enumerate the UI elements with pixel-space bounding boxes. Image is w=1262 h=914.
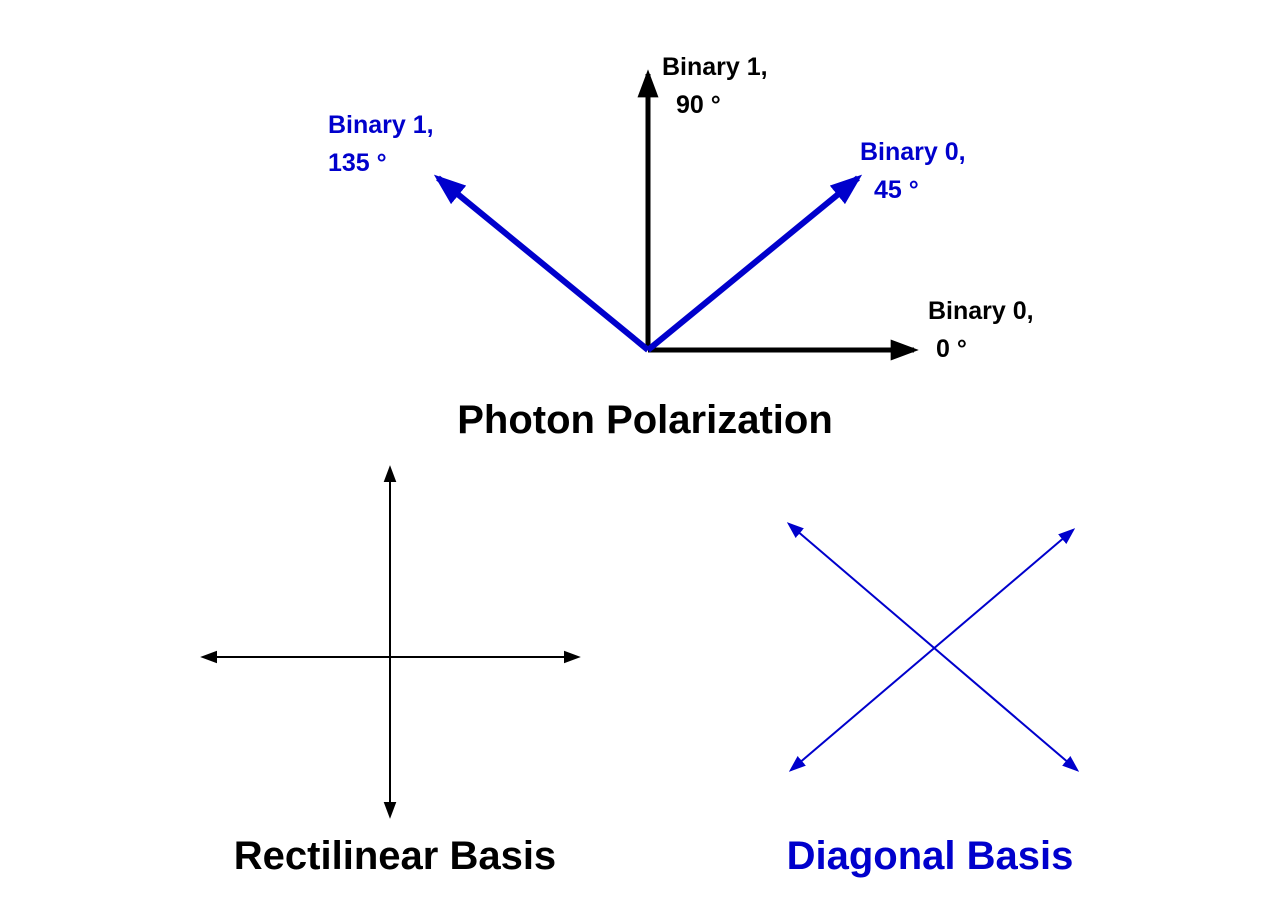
rectilinear-basis-title: Rectilinear Basis	[233, 834, 557, 878]
diagonal-axis-135	[786, 522, 1080, 772]
photon-polarization-title: Photon Polarization	[457, 398, 833, 442]
label-binary1-135-line1: Binary 1,	[328, 111, 434, 139]
diagonal-basis-title: Diagonal Basis	[786, 834, 1074, 878]
polarization-arrow-45	[646, 174, 863, 353]
label-binary0-45-line2: 45 °	[874, 176, 919, 204]
label-binary0-0-line2: 0 °	[936, 335, 967, 363]
label-binary1-90: Binary 1, 90 °	[662, 48, 768, 124]
label-binary1-135-line2: 135 °	[328, 149, 387, 177]
label-binary0-0-line1: Binary 0,	[928, 297, 1034, 325]
polarization-arrow-135	[433, 174, 650, 353]
label-binary0-0: Binary 0, 0 °	[928, 292, 1034, 368]
label-binary1-135: Binary 1, 135 °	[328, 106, 434, 182]
label-binary1-90-line2: 90 °	[676, 91, 721, 119]
label-binary0-45-line1: Binary 0,	[860, 138, 966, 166]
label-binary0-45: Binary 0, 45 °	[860, 133, 966, 209]
label-binary1-90-line1: Binary 1,	[662, 53, 768, 81]
diagonal-axis-45	[788, 528, 1076, 772]
